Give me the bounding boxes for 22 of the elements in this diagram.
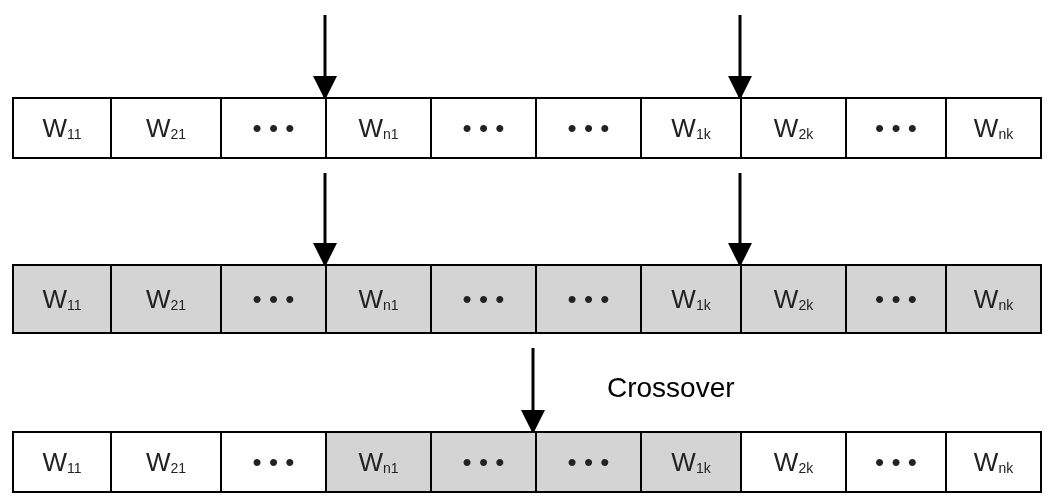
arrow	[728, 15, 752, 100]
gene-cell: W$_{1k}$	[642, 266, 742, 332]
gene-cell: W$_{nk}$	[947, 266, 1040, 332]
gene-cell: W$_{n1}$	[327, 266, 432, 332]
gene-cell: W$_{2k}$	[742, 266, 847, 332]
arrow	[728, 173, 752, 267]
gene-cell: • • •	[432, 433, 537, 491]
gene-cell: • • •	[847, 266, 947, 332]
gene-cell: • • •	[432, 266, 537, 332]
gene-cell: • • •	[537, 433, 642, 491]
array-row	[12, 97, 1042, 159]
arrow	[313, 173, 337, 267]
gene-cell: W$_{1k}$	[642, 433, 742, 491]
gene-cell: W$_{21}$	[112, 266, 222, 332]
arrow	[313, 15, 337, 100]
gene-cell: W$_{11}$	[14, 266, 112, 332]
array-row	[12, 264, 1042, 334]
gene-cell: W$_{n1}$	[327, 433, 432, 491]
array-row	[12, 431, 1042, 493]
arrow	[521, 348, 545, 434]
gene-cell: • • •	[222, 266, 327, 332]
gene-cell: • • •	[537, 266, 642, 332]
